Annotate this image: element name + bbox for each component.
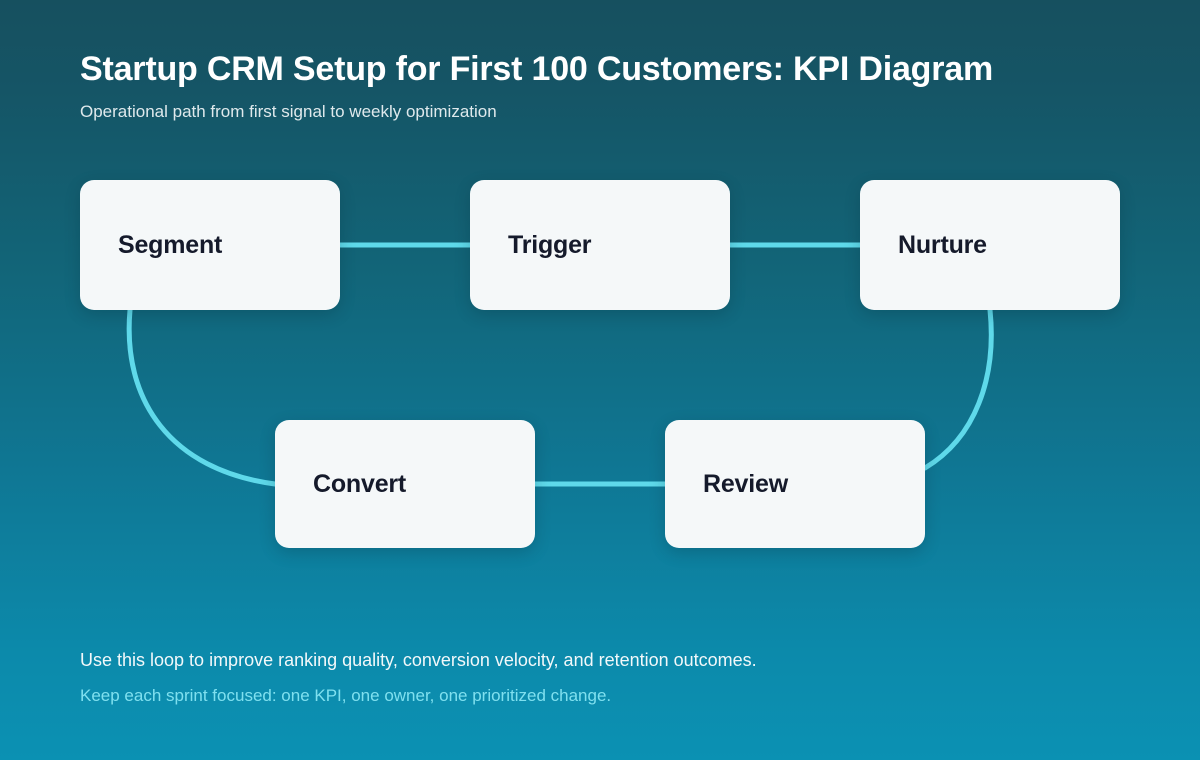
node-nurture-label: Nurture: [898, 230, 987, 259]
node-segment[interactable]: Segment: [80, 180, 340, 310]
footer: Use this loop to improve ranking quality…: [80, 646, 1120, 709]
footer-secondary-text: Keep each sprint focused: one KPI, one o…: [80, 686, 612, 705]
page-title: Startup CRM Setup for First 100 Customer…: [80, 50, 994, 88]
node-trigger-label: Trigger: [508, 230, 592, 259]
node-trigger[interactable]: Trigger: [470, 180, 730, 310]
node-nurture[interactable]: Nurture: [860, 180, 1120, 310]
footer-primary-text: Use this loop to improve ranking quality…: [80, 650, 757, 670]
node-convert[interactable]: Convert: [275, 420, 535, 548]
node-segment-label: Segment: [118, 230, 223, 259]
edge-convert-to-segment: [126, 307, 278, 487]
edge-nurture-to-review: [922, 307, 994, 471]
node-review[interactable]: Review: [665, 420, 925, 548]
header: Startup CRM Setup for First 100 Customer…: [80, 48, 1200, 123]
node-review-label: Review: [703, 469, 788, 498]
page-subtitle: Operational path from first signal to we…: [80, 102, 497, 121]
node-convert-label: Convert: [313, 469, 407, 498]
